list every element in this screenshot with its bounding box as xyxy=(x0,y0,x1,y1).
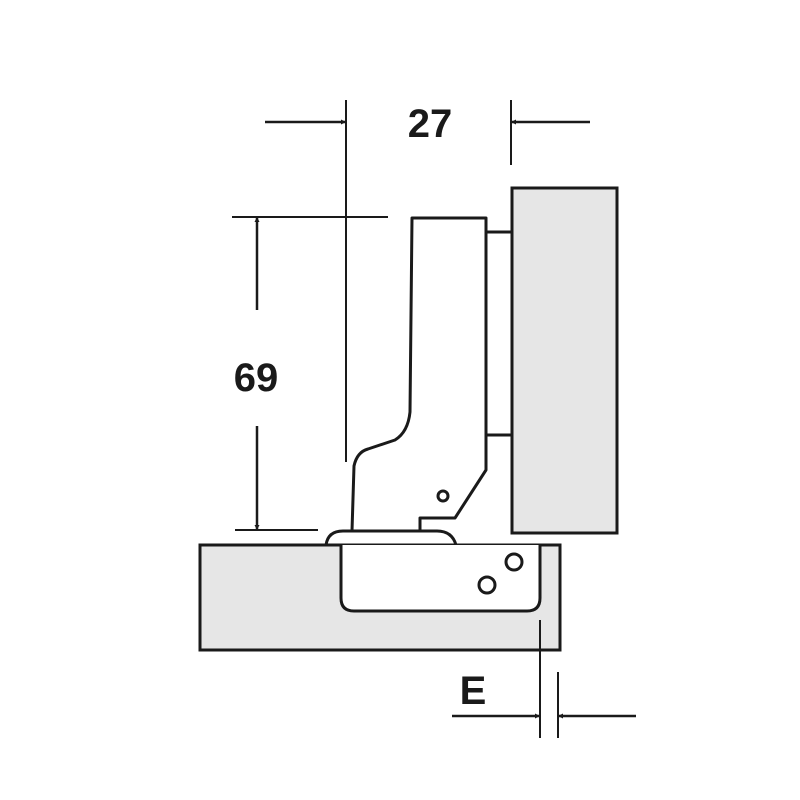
hinge-connector xyxy=(484,230,514,437)
door-panel xyxy=(510,186,619,535)
mounting-plate xyxy=(324,529,458,547)
hinge-cup xyxy=(339,545,542,613)
dimension-69-label: 69 xyxy=(234,356,279,400)
arm-pin-hole xyxy=(436,489,450,503)
dimension-e xyxy=(452,620,636,738)
cup-screw-hole xyxy=(477,575,497,595)
hinge-arm xyxy=(350,216,488,533)
dimension-e-label: E xyxy=(460,669,487,713)
dimension-27-label: 27 xyxy=(408,102,453,146)
cup-screw-hole xyxy=(504,552,524,572)
dimension-69 xyxy=(232,216,388,531)
dimension-27 xyxy=(265,100,590,462)
